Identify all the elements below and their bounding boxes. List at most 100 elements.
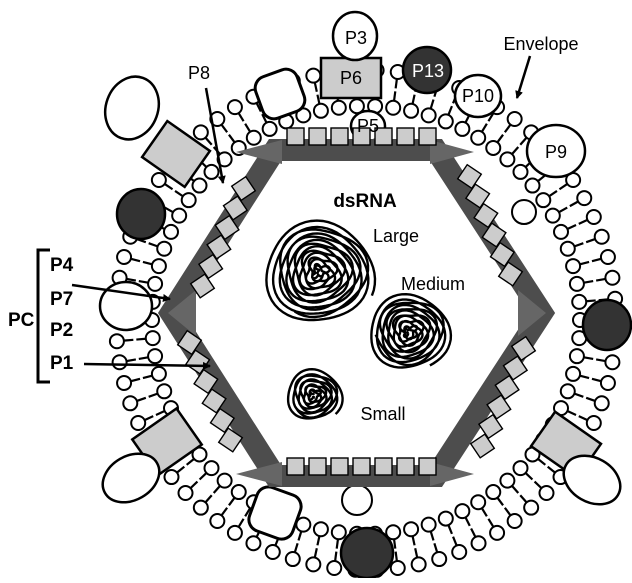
lipid-head-outer xyxy=(539,486,553,500)
lipid-head-inner xyxy=(572,295,586,309)
lipid-tail xyxy=(431,100,434,109)
lipid-tail xyxy=(131,259,140,261)
lipid-head-outer xyxy=(164,470,178,484)
p8-subunit xyxy=(287,128,304,145)
lipid-head-inner xyxy=(525,179,539,193)
lipid-tail xyxy=(465,517,469,525)
lipid-tail xyxy=(315,82,317,91)
lipid-tail xyxy=(413,95,415,104)
lipid-tail xyxy=(580,262,589,264)
lipid-tail xyxy=(567,411,576,415)
lipid-head-inner xyxy=(439,114,453,128)
lipid-head-inner xyxy=(263,122,277,136)
lipid-tail xyxy=(549,191,557,196)
lipid-head-inner xyxy=(157,384,171,398)
lipid-head-outer xyxy=(113,355,127,369)
p8-subunit xyxy=(287,458,304,475)
lipid-head-outer xyxy=(266,545,280,559)
lipid-head-inner xyxy=(566,259,580,273)
lipid-tail xyxy=(570,201,578,206)
p8-subunit xyxy=(375,458,392,475)
lipid-tail xyxy=(471,528,475,536)
lipid-tail xyxy=(586,239,595,242)
dark-protein-bottom xyxy=(341,528,393,578)
lipid-head-inner xyxy=(536,193,550,207)
lipid-tail xyxy=(488,519,493,527)
lipid-tail xyxy=(448,106,452,115)
lipid-tail xyxy=(394,539,395,548)
lipid-tail xyxy=(214,486,220,493)
lipid-tail xyxy=(229,135,235,143)
p8-subunit xyxy=(397,458,414,475)
lipid-head-inner xyxy=(172,209,186,223)
lipid-head-inner xyxy=(218,474,232,488)
p8-subunit xyxy=(309,128,326,145)
lipid-tail xyxy=(396,552,397,561)
lipid-tail xyxy=(143,376,152,378)
membrane-protein-bottom-left xyxy=(246,484,305,543)
p8-subunit xyxy=(353,458,370,475)
lipid-tail xyxy=(520,138,526,145)
lipid-tail xyxy=(191,482,198,489)
label-p7: P7 xyxy=(50,289,73,310)
lipid-tail xyxy=(124,340,133,341)
lipid-head-outer xyxy=(508,514,522,528)
lipid-head-outer xyxy=(117,376,131,390)
label-p2: P2 xyxy=(50,320,73,341)
lipid-head-inner xyxy=(455,122,469,136)
lipid-head-outer xyxy=(110,334,124,348)
label-pc: PC xyxy=(8,310,35,331)
lipid-head-outer xyxy=(605,271,619,285)
label-envelope: Envelope xyxy=(503,34,578,54)
lipid-head-outer xyxy=(508,112,522,126)
lipid-tail xyxy=(559,208,567,213)
lipid-head-inner xyxy=(471,495,485,509)
small-protein-bottom xyxy=(342,485,372,515)
lipid-head-outer xyxy=(601,376,615,390)
lipid-head-outer xyxy=(246,536,260,550)
lipid-head-outer xyxy=(605,355,619,369)
lipid-head-outer xyxy=(587,210,601,224)
lipid-head-outer xyxy=(601,250,615,264)
lipid-tail xyxy=(317,536,319,545)
lipid-head-outer xyxy=(490,526,504,540)
lipid-tail xyxy=(584,357,593,359)
label-p3: P3 xyxy=(345,28,367,48)
lipid-tail xyxy=(596,279,605,281)
lipid-head-outer xyxy=(412,557,426,571)
lipid-head-inner xyxy=(561,242,575,256)
lipid-head-inner xyxy=(486,485,500,499)
lipid-tail xyxy=(136,339,145,340)
lipid-tail xyxy=(497,498,503,506)
lipid-tail xyxy=(187,459,194,465)
label-dsrna: dsRNA xyxy=(333,191,397,212)
lipid-tail xyxy=(239,519,244,527)
label-small: Small xyxy=(360,404,405,424)
lipid-tail xyxy=(431,531,434,540)
lipid-head-inner xyxy=(247,131,261,145)
lipid-tail xyxy=(239,113,244,121)
lipid-head-inner xyxy=(513,165,527,179)
lipid-tail xyxy=(315,548,317,557)
label-p8: P8 xyxy=(188,63,210,83)
dsrna-medium-segment xyxy=(371,294,451,367)
lipid-head-inner xyxy=(422,108,436,122)
lipid-tail xyxy=(131,379,140,381)
lipid-head-inner xyxy=(386,101,400,115)
lipid-head-inner xyxy=(554,225,568,239)
label-large: Large xyxy=(373,226,419,246)
dsrna-small-segment xyxy=(288,369,343,418)
dark-protein-right xyxy=(583,300,631,350)
lipid-head-outer xyxy=(452,545,466,559)
lipid-tail xyxy=(579,220,588,224)
lipid-tail xyxy=(145,416,154,420)
lipid-tail xyxy=(177,467,184,473)
lipid-tail xyxy=(579,416,588,420)
p8-subunit xyxy=(331,458,348,475)
lipid-tail xyxy=(137,398,146,401)
p8-subunit xyxy=(309,458,326,475)
lipid-tail xyxy=(526,473,533,480)
lipid-head-inner xyxy=(157,242,171,256)
lipid-tail xyxy=(586,398,595,401)
